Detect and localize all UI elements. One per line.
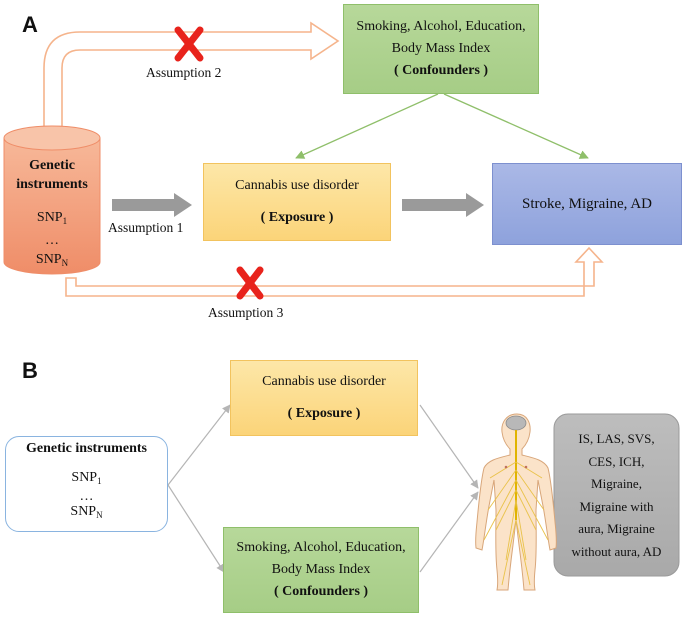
b-outcome-line: without aura, AD — [571, 543, 662, 559]
assumption3-hollow-arrow — [65, 246, 604, 297]
a-snp-dots: … — [45, 233, 59, 248]
a-confounders-line1: Smoking, Alcohol, Education, — [356, 19, 526, 34]
a-outcome-box: Stroke, Migraine, AD — [492, 163, 682, 245]
b-outcome-line: IS, LAS, SVS, — [578, 431, 655, 446]
b-outcome-line: Migraine, — [591, 476, 642, 491]
a-genetic-title1: Genetic — [29, 158, 75, 173]
b-snp1: SNP1 — [71, 470, 102, 486]
a-exposure-box: Cannabis use disorder ( Exposure ) — [203, 163, 391, 241]
b-genetic-instruments-box: Genetic instruments SNP1 … SNPN — [5, 436, 168, 532]
a-confounders-line3: ( Confounders ) — [393, 63, 489, 78]
confounder-to-outcome-arrow — [443, 93, 589, 159]
b-outcome-line: aura, Migraine — [578, 521, 655, 536]
assumption2-label: Assumption 2 — [146, 65, 222, 80]
exposure-to-outcome-arrow — [402, 193, 484, 217]
assumption3-label: Assumption 3 — [208, 305, 284, 320]
a-genetic-title2: instruments — [16, 177, 88, 192]
assumption3-cross-icon — [236, 266, 264, 300]
b-outcome-text: IS, LAS, SVS, CES, ICH, Migraine, Migrai… — [554, 428, 679, 563]
b-confounders-box: Smoking, Alcohol, Education, Body Mass I… — [223, 527, 419, 613]
a-outcome-text: Stroke, Migraine, AD — [522, 196, 652, 212]
human-body-nervous-system-icon — [475, 413, 557, 591]
b-genetic-to-exposure-arrow — [167, 404, 231, 486]
a-exposure-line2: ( Exposure ) — [260, 210, 334, 225]
a-genetic-instruments-text: Genetic instruments SNP1 … SNPN — [4, 156, 100, 273]
b-exposure-to-body-arrow — [419, 404, 479, 489]
panel-b-label: B — [22, 358, 38, 383]
b-exposure-line1: Cannabis use disorder — [262, 374, 386, 389]
b-outcome-box — [553, 413, 680, 577]
b-confounders-line3: ( Confounders ) — [273, 584, 369, 599]
b-snp-dots: … — [79, 489, 94, 504]
b-exposure-line2: ( Exposure ) — [287, 406, 361, 421]
b-genetic-title: Genetic instruments — [26, 441, 147, 456]
b-outcome-line: Migraine with — [579, 498, 654, 514]
a-exposure-line1: Cannabis use disorder — [235, 178, 359, 193]
b-confounders-line2: Body Mass Index — [271, 562, 371, 577]
assumption2-hollow-arrow — [43, 21, 340, 131]
assumption1-arrow — [112, 193, 192, 217]
confounder-to-exposure-arrow — [295, 93, 439, 159]
panel-a-label: A — [22, 12, 38, 37]
genetic-instruments-cylinder — [3, 125, 101, 275]
b-confounder-to-body-arrow — [419, 491, 479, 573]
a-confounders-box: Smoking, Alcohol, Education, Body Mass I… — [343, 4, 539, 94]
assumption2-cross-icon — [174, 26, 204, 62]
b-genetic-to-confounder-arrow — [167, 484, 225, 573]
b-snpn: SNPN — [70, 504, 103, 520]
a-confounders-line2: Body Mass Index — [391, 41, 491, 56]
b-exposure-box: Cannabis use disorder ( Exposure ) — [230, 360, 418, 436]
a-snp1: SNP1 — [36, 210, 68, 226]
b-confounders-line1: Smoking, Alcohol, Education, — [236, 540, 406, 555]
assumption1-label: Assumption 1 — [108, 220, 184, 235]
b-outcome-line: CES, ICH, — [588, 453, 645, 469]
a-snpn: SNPN — [35, 252, 69, 268]
